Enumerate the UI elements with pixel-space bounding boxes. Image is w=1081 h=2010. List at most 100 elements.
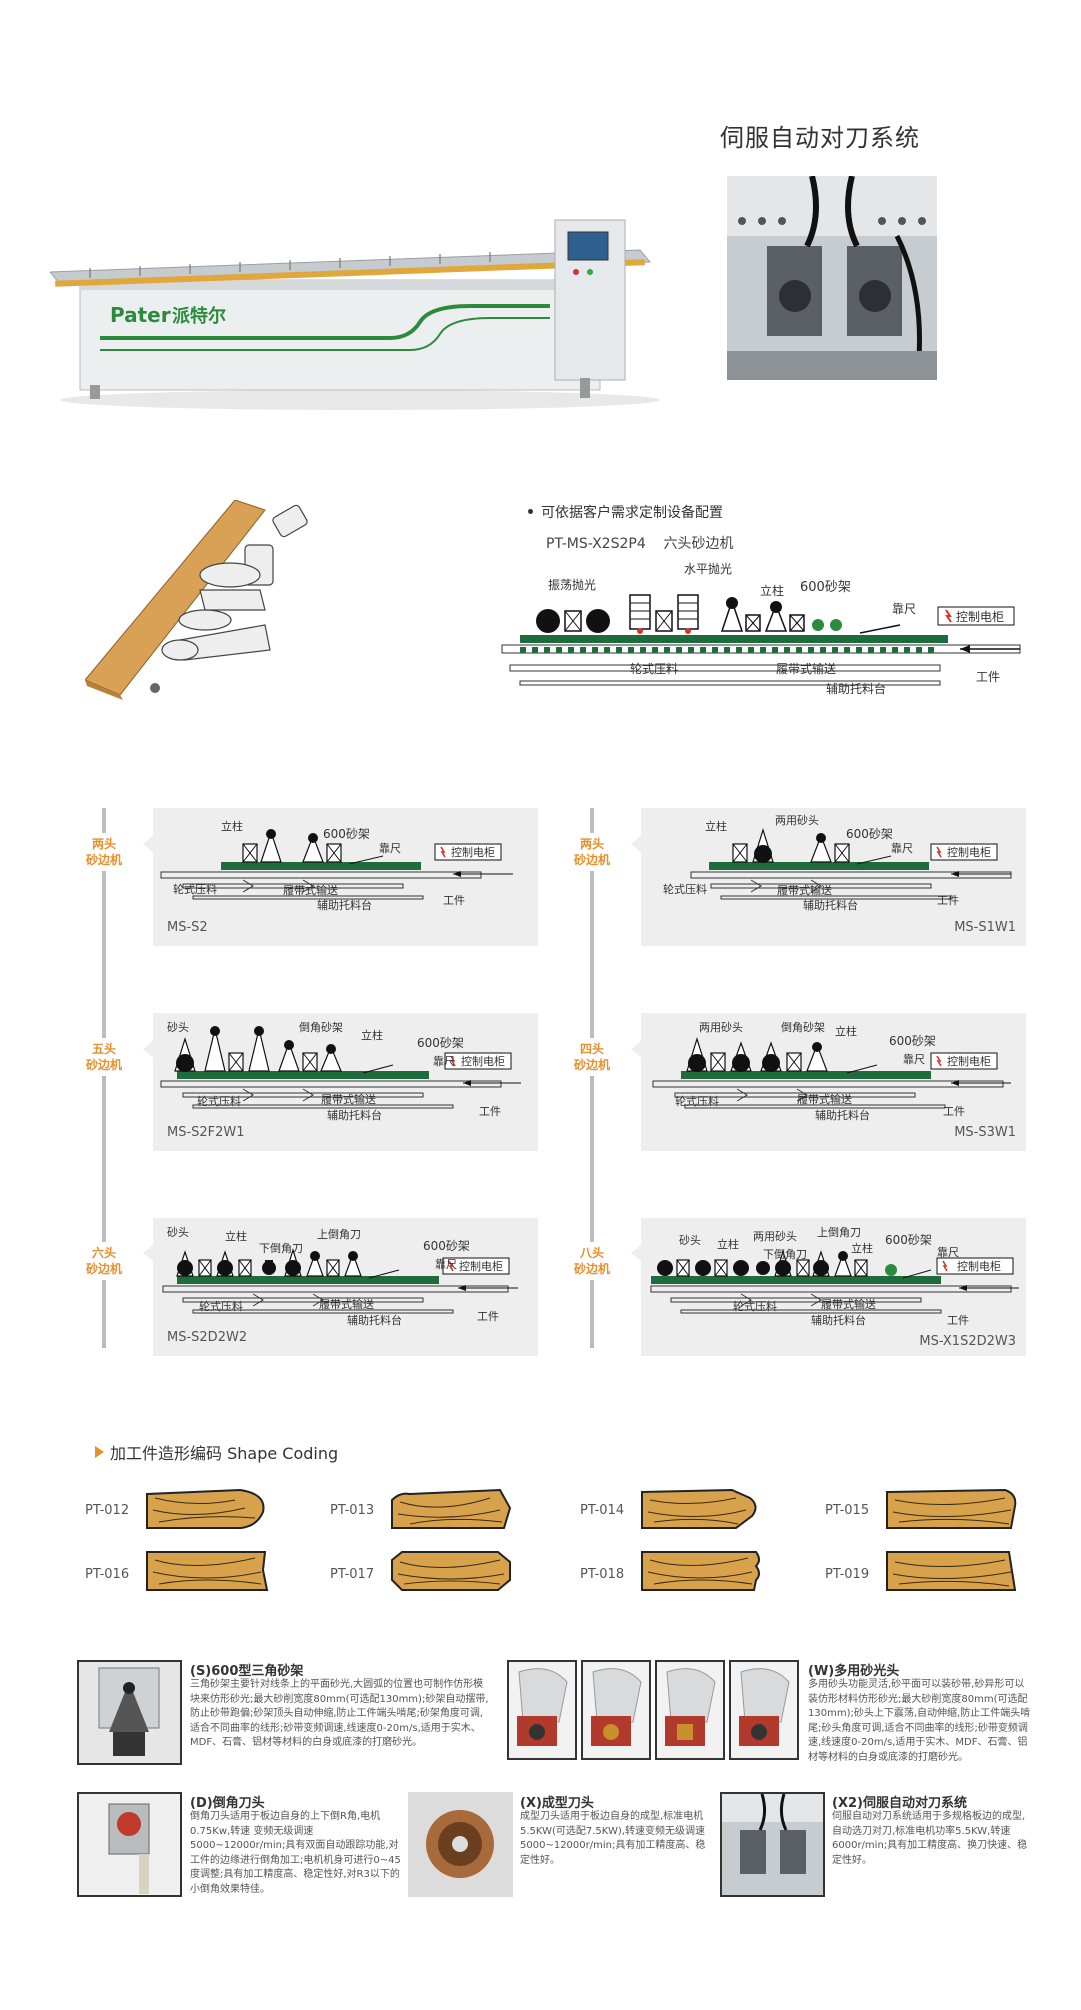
feature-d-text: 倒角刀头适用于板边自身的上下倒R角,电机0.75Kw,转速 变频无级调速5000… <box>190 1811 401 1895</box>
label-control-cabinet: 控制电柜 <box>947 845 991 859</box>
servo-system-title: 伺服自动对刀系统 <box>720 124 920 152</box>
label-control-cabinet: 控制电柜 <box>461 1054 505 1068</box>
label-ruler: 靠尺 <box>903 1052 925 1066</box>
label-belt-conveyor: 履带式输送 <box>776 661 836 676</box>
label-workpiece: 工件 <box>443 894 465 907</box>
label-sand-head: 砂头 <box>167 1226 189 1239</box>
left-timeline <box>102 808 106 1348</box>
panel-model: MS-S2D2W2 <box>167 1330 248 1345</box>
label-belt-conveyor: 履带式输送 <box>821 1297 876 1311</box>
side-label-3: 五头 砂边机 <box>78 1038 130 1076</box>
feature-s-photo <box>77 1660 182 1765</box>
config-panel-ms-x1s2d2w3: 砂头 立柱 两用砂头 下倒角刀 上倒角刀 立柱 600砂架 靠尺 控制电柜 轮式… <box>641 1218 1026 1356</box>
wood-profile-icon <box>390 1550 515 1596</box>
panel-pointer <box>631 1245 641 1261</box>
label-vibrate-polish: 振荡抛光 <box>548 577 596 592</box>
feature-x-photo <box>408 1792 513 1897</box>
label-wheel-press: 轮式压料 <box>199 1299 243 1313</box>
wood-profile-icon <box>145 1550 270 1596</box>
label-support-table: 辅助托料台 <box>826 681 886 696</box>
label-chamfer-frame: 倒角砂架 <box>299 1021 343 1034</box>
label-sand-head: 砂头 <box>167 1021 189 1034</box>
panel-pointer <box>143 836 153 852</box>
label-column: 立柱 <box>717 1237 739 1251</box>
feature-x2-title: (X2)伺服自动对刀系统 <box>832 1796 967 1811</box>
label-600-frame: 600砂架 <box>423 1239 470 1253</box>
panel-model: MS-S3W1 <box>954 1125 1016 1140</box>
feature-x-title: (X)成型刀头 <box>520 1796 594 1811</box>
label-support-table: 辅助托料台 <box>803 898 858 912</box>
label-wheel-press: 轮式压料 <box>173 882 217 896</box>
shape-code: PT-016 <box>85 1567 130 1582</box>
feature-s-text: 三角砂架主要针对线条上的平面砂光,大圆弧的位置也可制作仿形模块来仿形砂光;最大砂… <box>190 1679 489 1748</box>
wood-profile-icon <box>885 1550 1020 1596</box>
wood-profile-icon <box>640 1488 765 1534</box>
panel-pointer <box>143 1245 153 1261</box>
label-column: 立柱 <box>835 1024 857 1038</box>
label-workpiece: 工件 <box>479 1105 501 1118</box>
label-support-table: 辅助托料台 <box>811 1313 866 1327</box>
side-label-4: 四头 砂边机 <box>566 1038 618 1076</box>
shape-code: PT-014 <box>580 1503 625 1518</box>
feature-w-text: 多用砂头功能灵活,砂平面可以装砂带,砂异形可以装仿形材料仿形砂光;最大砂削宽度8… <box>808 1679 1031 1763</box>
label-ruler: 靠尺 <box>892 602 916 616</box>
config-layout-diagram: 振荡抛光 水平抛光 立柱 600砂架 靠尺 控制电柜 轮式压料 履带式输送 辅助… <box>500 555 1030 705</box>
label-ruler: 靠尺 <box>379 841 401 855</box>
edge-sander-machine-image: Pater 派特尔 <box>48 210 670 410</box>
shape-code: PT-012 <box>85 1503 130 1518</box>
label-control-cabinet: 控制电柜 <box>957 1259 1001 1273</box>
feature-w-photo-4 <box>729 1660 799 1760</box>
label-sand-head: 砂头 <box>679 1234 701 1247</box>
shape-coding-title: 加工件造形编码 Shape Coding <box>95 1440 338 1464</box>
label-ruler: 靠尺 <box>937 1245 959 1259</box>
label-control-cabinet: 控制电柜 <box>459 1259 503 1273</box>
label-600-frame: 600砂架 <box>800 580 851 595</box>
label-belt-conveyor: 履带式输送 <box>797 1092 852 1106</box>
label-belt-conveyor: 履带式输送 <box>777 883 832 897</box>
label-ruler: 靠尺 <box>891 841 913 855</box>
label-wheel-press: 轮式压料 <box>630 662 678 676</box>
shape-coding-grid: PT-012 PT-013 PT-014 PT-015 PT-016 PT-01… <box>0 1480 1081 1610</box>
brand-logo-en: Pater <box>110 303 171 327</box>
label-ruler: 靠尺 <box>435 1257 457 1271</box>
label-belt-conveyor: 履带式输送 <box>321 1092 376 1106</box>
edge-sander-closeup-illustration <box>84 499 335 700</box>
shape-code: PT-018 <box>580 1567 625 1582</box>
label-control-cabinet: 控制电柜 <box>947 1054 991 1068</box>
label-wheel-press: 轮式压料 <box>675 1094 719 1108</box>
shape-code: PT-013 <box>330 1503 375 1518</box>
feature-x2-photo <box>720 1792 825 1897</box>
label-support-table: 辅助托料台 <box>815 1108 870 1122</box>
panel-model: MS-S2 <box>167 920 208 935</box>
shape-code: PT-017 <box>330 1567 375 1582</box>
label-workpiece: 工件 <box>947 1314 969 1327</box>
label-column: 立柱 <box>361 1028 383 1042</box>
label-column: 立柱 <box>705 819 727 833</box>
right-timeline <box>590 808 594 1348</box>
config-panel-ms-s1w1: 立柱 两用砂头 600砂架 靠尺 控制电柜 轮式压料 履带式输送 辅助托料台 工… <box>641 808 1026 946</box>
label-upper-chamfer: 上倒角刀 <box>317 1228 361 1241</box>
label-dual-sand-head: 两用砂头 <box>775 814 819 827</box>
label-column: 立柱 <box>760 583 784 598</box>
side-label-2: 两头 砂边机 <box>566 833 618 871</box>
feature-w-photo-1 <box>507 1660 577 1760</box>
label-lower-chamfer: 下倒角刀 <box>259 1242 303 1255</box>
label-support-table: 辅助托料台 <box>347 1313 402 1327</box>
config-bullet: 可依据客户需求定制设备配置 <box>528 502 723 522</box>
label-belt-conveyor: 履带式输送 <box>319 1297 374 1311</box>
side-label-6: 八头 砂边机 <box>566 1242 618 1280</box>
shape-code: PT-019 <box>825 1567 870 1582</box>
config-model-line: PT-MS-X2S2P4 六头砂边机 <box>546 536 734 552</box>
label-wheel-press: 轮式压料 <box>663 882 707 896</box>
label-600-frame: 600砂架 <box>846 827 893 841</box>
label-dual-sand-head: 两用砂头 <box>753 1230 797 1243</box>
panel-model: MS-S1W1 <box>954 920 1016 935</box>
panel-pointer <box>143 1041 153 1057</box>
label-600-frame: 600砂架 <box>323 827 370 841</box>
label-lower-chamfer: 下倒角刀 <box>763 1248 807 1261</box>
panel-model: MS-X1S2D2W3 <box>919 1334 1016 1349</box>
feature-x-text: 成型刀头适用于板边自身的成型,标准电机5.5KW(可选配7.5KW),转速变频无… <box>520 1811 706 1866</box>
config-panel-ms-s3w1: 两用砂头 倒角砂架 立柱 600砂架 靠尺 控制电柜 轮式压料 履带式输送 辅助… <box>641 1013 1026 1151</box>
brand-logo-cn: 派特尔 <box>172 305 226 327</box>
label-support-table: 辅助托料台 <box>317 898 372 912</box>
